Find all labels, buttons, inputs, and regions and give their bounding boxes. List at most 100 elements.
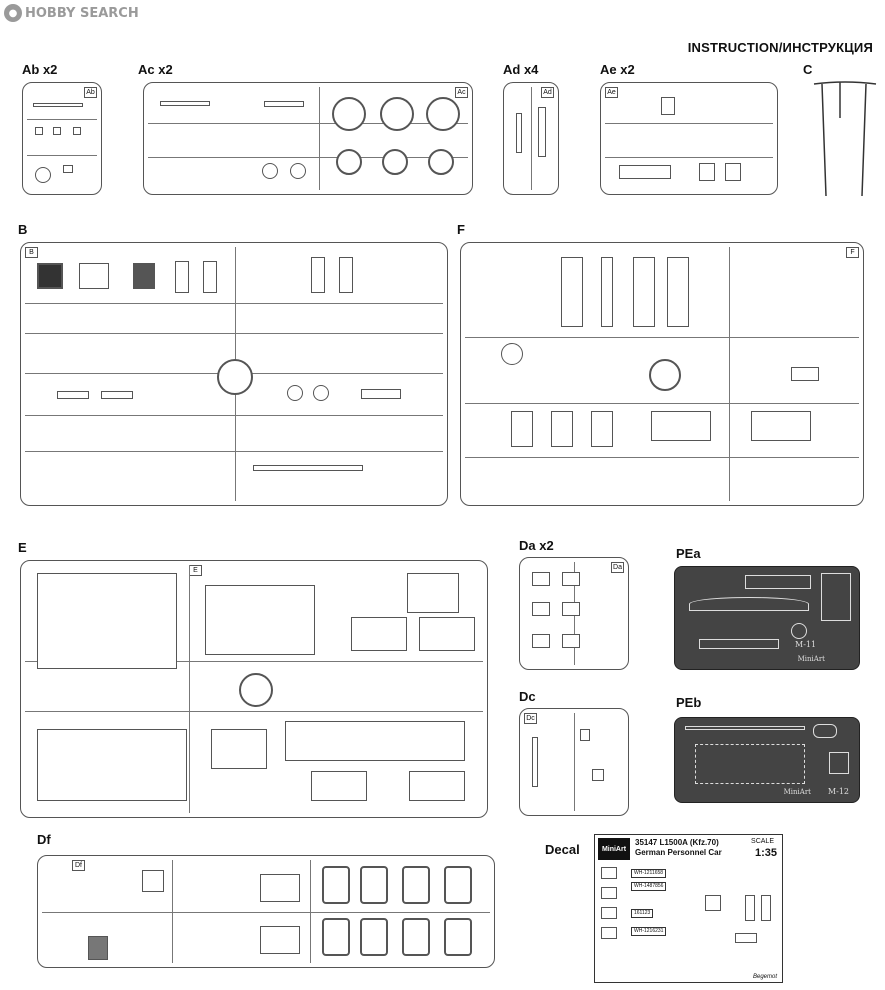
sprue-label-f: F	[457, 222, 465, 237]
part	[562, 572, 580, 586]
part	[63, 165, 73, 173]
part	[592, 769, 604, 781]
part	[661, 97, 675, 115]
sprue-label-df: Df	[37, 832, 51, 847]
sprue-ad: Ad	[503, 82, 559, 195]
wheel-part	[380, 97, 414, 131]
sprue-hub	[217, 359, 253, 395]
sprue-hub	[649, 359, 681, 391]
sprue-e: E	[20, 560, 488, 818]
pe-brand: MiniArt	[797, 655, 825, 663]
decal-mark	[745, 895, 755, 921]
sprue-b: B	[20, 242, 448, 506]
miniart-logo-text: MiniArt	[601, 845, 627, 853]
sprue-hub	[239, 673, 273, 707]
pe-part	[813, 724, 837, 738]
decal-mark	[601, 867, 617, 879]
pe-part	[689, 597, 809, 611]
watermark: ● HOBBY SEARCH	[4, 4, 139, 22]
part	[591, 411, 613, 447]
decal-mark	[601, 927, 617, 939]
sprue-label-pea: PEa	[676, 546, 701, 561]
decal-mark	[761, 895, 771, 921]
part	[73, 127, 81, 135]
part	[361, 389, 401, 399]
grille-part	[37, 263, 63, 289]
wheel-part	[336, 149, 362, 175]
photo-etch-fret-peb: MiniArt M-12	[674, 717, 860, 803]
sprue-dc: Dc	[519, 708, 629, 816]
decal-scale-label: SCALE	[751, 838, 774, 845]
part	[351, 617, 407, 651]
pe-part	[821, 573, 851, 621]
sprue-ac: Ac	[143, 82, 473, 195]
sprue-label-ab: Ab x2	[22, 62, 58, 77]
chassis-frame-part	[205, 585, 315, 655]
sprue-label-peb: PEb	[676, 695, 702, 710]
sprue-label-dc: Dc	[519, 689, 536, 704]
door-window-part	[360, 918, 388, 956]
floor-pan-part	[37, 729, 187, 801]
part	[160, 101, 210, 106]
door-window-part	[402, 866, 430, 904]
wheel-part	[426, 97, 460, 131]
part	[751, 411, 811, 441]
sprue-df: Df	[37, 855, 495, 968]
part	[101, 391, 133, 399]
sprue-tag-da: Da	[611, 562, 624, 573]
part	[253, 465, 363, 471]
sprue-label-ae: Ae x2	[600, 62, 635, 77]
part	[551, 411, 573, 447]
sprue-label-ad: Ad x4	[503, 62, 539, 77]
part	[532, 634, 550, 648]
part	[79, 263, 109, 289]
decal-plate: 161123	[631, 909, 654, 918]
part	[633, 257, 655, 327]
wheel-part	[428, 149, 454, 175]
part	[142, 870, 164, 892]
part	[35, 167, 51, 183]
part	[667, 257, 689, 327]
sprue-label-b: B	[18, 222, 28, 237]
part	[562, 634, 580, 648]
part	[532, 737, 538, 787]
decal-sheet: MiniArt 35147 L1500A (Kfz.70) German Per…	[594, 834, 783, 983]
part	[264, 101, 304, 107]
door-window-part	[444, 866, 472, 904]
sprue-tag-ae: Ae	[605, 87, 618, 98]
part	[175, 261, 189, 293]
sprue-ab: Ab	[22, 82, 102, 195]
part	[285, 721, 465, 761]
decal-plate: WH-1487856	[631, 882, 667, 891]
hobby-search-logo-icon: ●	[4, 4, 22, 22]
door-window-part	[322, 866, 350, 904]
pe-part	[695, 744, 805, 784]
part	[561, 257, 583, 327]
pe-part	[699, 639, 779, 649]
window-frame-part	[260, 874, 300, 902]
miniart-logo: MiniArt	[598, 838, 630, 860]
sprue-da: Da	[519, 557, 629, 670]
pe-code-peb: M-12	[827, 787, 849, 796]
part	[538, 107, 546, 157]
sprue-tag-ac: Ac	[455, 87, 468, 98]
decal-mark	[601, 907, 617, 919]
part	[791, 367, 819, 381]
part	[287, 385, 303, 401]
steering-wheel-part	[501, 343, 523, 365]
part	[35, 127, 43, 135]
part	[516, 113, 522, 153]
window-frame-part	[260, 926, 300, 954]
sprue-tag-dc: Dc	[524, 713, 537, 724]
pe-part	[685, 726, 805, 730]
part	[133, 263, 155, 289]
sprue-label-ac: Ac x2	[138, 62, 173, 77]
sprue-label-decal: Decal	[545, 842, 580, 857]
door-window-part	[322, 918, 350, 956]
part	[311, 257, 325, 293]
part	[580, 729, 590, 741]
pe-code-pea: M-11	[795, 640, 817, 649]
decal-mark	[705, 895, 721, 911]
decal-mark	[735, 933, 757, 943]
